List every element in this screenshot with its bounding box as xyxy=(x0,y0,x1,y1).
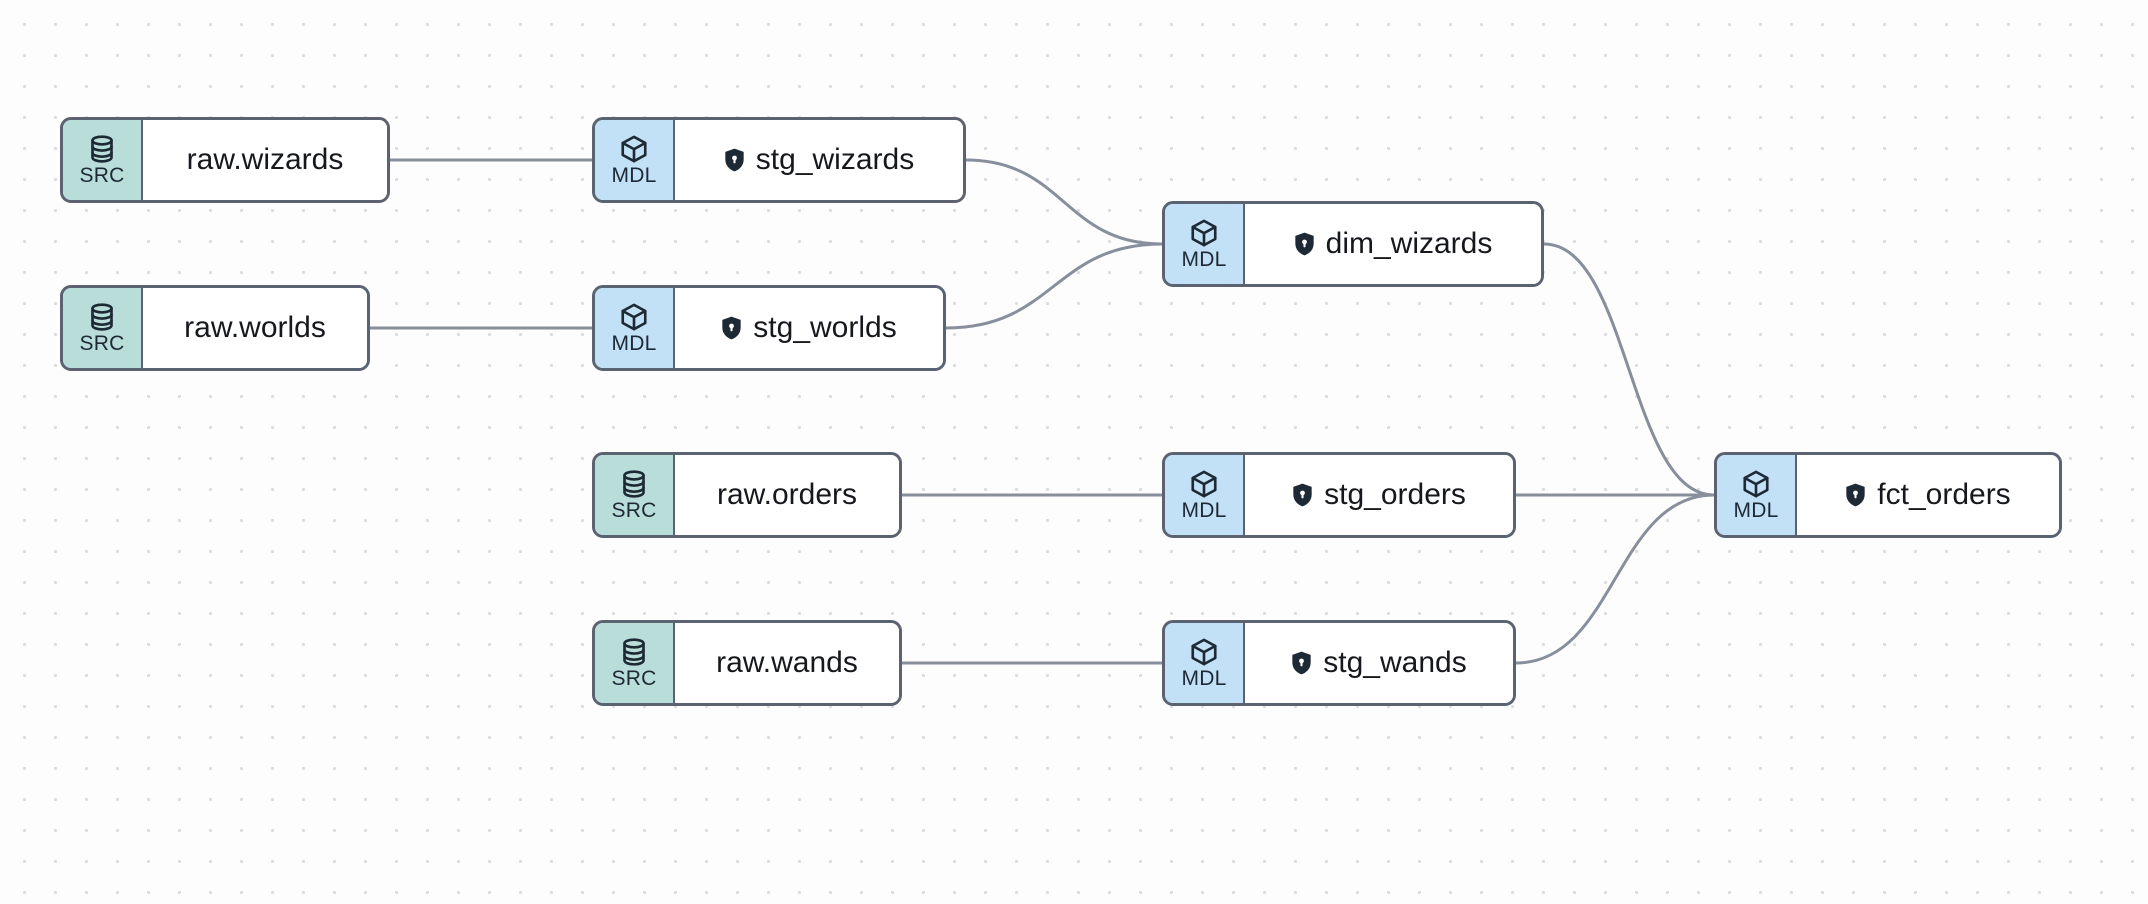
badge-label: MDL xyxy=(1181,248,1227,271)
node-stg-wands[interactable]: MDL stg_wands xyxy=(1162,620,1516,706)
node-label: raw.worlds xyxy=(184,311,326,344)
badge-label: MDL xyxy=(611,164,657,187)
node-badge-model: MDL xyxy=(1165,204,1245,284)
cube-icon xyxy=(1189,218,1219,248)
database-icon xyxy=(87,302,117,332)
edge-dim-wizards-to-fct-orders xyxy=(1542,242,1716,497)
node-label: fct_orders xyxy=(1877,478,2011,511)
badge-label: SRC xyxy=(611,667,657,690)
node-raw-orders[interactable]: SRC raw.orders xyxy=(592,452,902,538)
node-body: dim_wizards xyxy=(1245,204,1541,284)
shield-lock-icon xyxy=(1291,651,1312,675)
badge-label: MDL xyxy=(611,332,657,355)
database-icon xyxy=(619,469,649,499)
node-body: raw.wizards xyxy=(143,120,387,200)
badge-label: MDL xyxy=(1181,499,1227,522)
node-fct-orders[interactable]: MDL fct_orders xyxy=(1714,452,2062,538)
node-stg-orders[interactable]: MDL stg_orders xyxy=(1162,452,1516,538)
node-label: dim_wizards xyxy=(1325,227,1493,260)
node-badge-model: MDL xyxy=(1165,623,1245,703)
node-badge-source: SRC xyxy=(595,455,675,535)
node-body: stg_worlds xyxy=(675,288,943,368)
node-badge-model: MDL xyxy=(595,120,675,200)
shield-lock-icon xyxy=(724,148,745,172)
node-stg-wizards[interactable]: MDL stg_wizards xyxy=(592,117,966,203)
node-body: raw.orders xyxy=(675,455,899,535)
badge-label: MDL xyxy=(1181,667,1227,690)
shield-lock-icon xyxy=(1292,483,1313,507)
node-label: raw.wizards xyxy=(186,143,344,176)
node-raw-wands[interactable]: SRC raw.wands xyxy=(592,620,902,706)
cube-icon xyxy=(619,134,649,164)
cube-icon xyxy=(1741,469,1771,499)
cube-icon xyxy=(1189,637,1219,667)
shield-lock-icon xyxy=(721,316,742,340)
node-stg-worlds[interactable]: MDL stg_worlds xyxy=(592,285,946,371)
node-badge-model: MDL xyxy=(1717,455,1797,535)
node-badge-source: SRC xyxy=(63,288,143,368)
node-body: fct_orders xyxy=(1797,455,2059,535)
node-raw-wizards[interactable]: SRC raw.wizards xyxy=(60,117,390,203)
shield-lock-icon xyxy=(1845,483,1866,507)
edge-stg-wands-to-fct-orders xyxy=(1514,493,1716,665)
database-icon xyxy=(87,134,117,164)
badge-label: SRC xyxy=(611,499,657,522)
node-badge-source: SRC xyxy=(63,120,143,200)
shield-lock-icon xyxy=(1294,232,1315,256)
node-label: raw.wands xyxy=(716,646,858,679)
node-body: raw.wands xyxy=(675,623,899,703)
cube-icon xyxy=(1189,469,1219,499)
node-badge-model: MDL xyxy=(1165,455,1245,535)
node-raw-worlds[interactable]: SRC raw.worlds xyxy=(60,285,370,371)
badge-label: MDL xyxy=(1733,499,1779,522)
node-body: stg_wands xyxy=(1245,623,1513,703)
node-label: stg_wands xyxy=(1323,646,1467,679)
node-badge-source: SRC xyxy=(595,623,675,703)
node-body: stg_wizards xyxy=(675,120,963,200)
node-dim-wizards[interactable]: MDL dim_wizards xyxy=(1162,201,1544,287)
node-label: stg_wizards xyxy=(755,143,915,176)
edge-stg-wizards-to-dim-wizards xyxy=(964,158,1164,246)
edge-stg-worlds-to-dim-wizards xyxy=(944,242,1164,330)
node-label: stg_orders xyxy=(1324,478,1466,511)
database-icon xyxy=(619,637,649,667)
node-body: raw.worlds xyxy=(143,288,367,368)
badge-label: SRC xyxy=(79,332,125,355)
node-label: raw.orders xyxy=(716,478,858,511)
node-body: stg_orders xyxy=(1245,455,1513,535)
cube-icon xyxy=(619,302,649,332)
node-badge-model: MDL xyxy=(595,288,675,368)
badge-label: SRC xyxy=(79,164,125,187)
node-label: stg_worlds xyxy=(753,311,897,344)
